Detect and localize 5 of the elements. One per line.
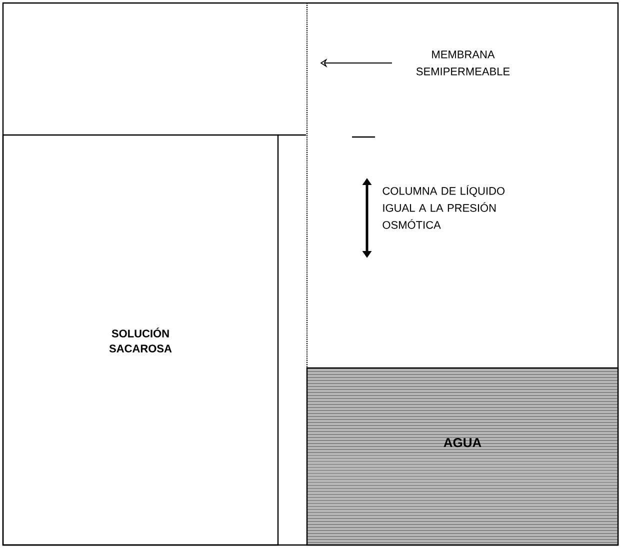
annotation: COLUMNA DE LÍQUIDO IGUAL A LA PRESIÓN OSMÓTICA <box>382 185 505 229</box>
water-box: AGUA <box>306 367 619 546</box>
solution-box: SOLUCIÓN SACAROSA <box>2 134 279 546</box>
membrane-line <box>306 2 308 546</box>
membrane-label: MEMBRANA SEMIPERMEABLE <box>416 50 510 76</box>
